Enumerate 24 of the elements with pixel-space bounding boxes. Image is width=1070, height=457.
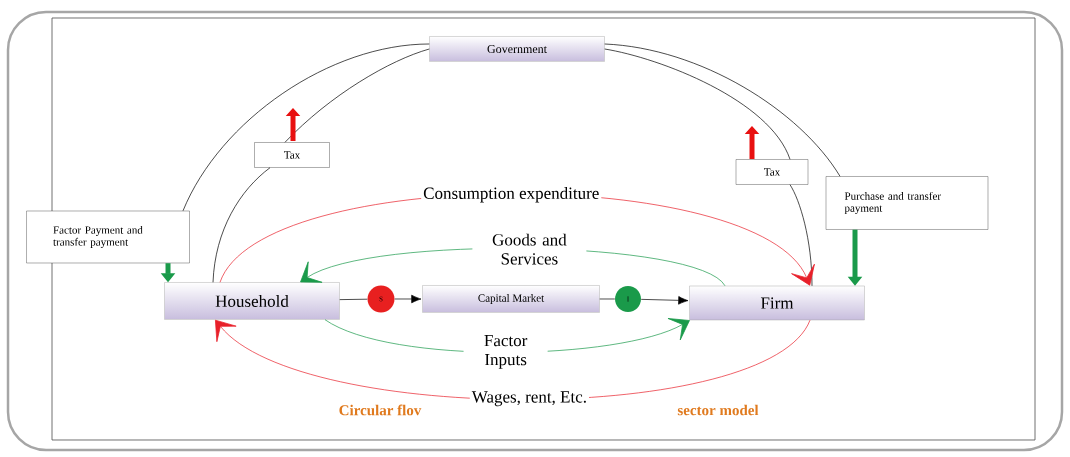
process-box: Household bbox=[164, 282, 340, 320]
edge-label: Consumption expenditure bbox=[421, 185, 602, 205]
edge-label: Factor Inputs bbox=[463, 333, 548, 371]
caption-text: Circular flov bbox=[339, 404, 422, 416]
note-box: Factor Payment and transfer payment bbox=[26, 210, 190, 264]
edge-label: Goods and Services bbox=[472, 231, 587, 267]
connector-line bbox=[284, 48, 430, 143]
flow-arrow bbox=[640, 296, 689, 305]
connector-line bbox=[182, 43, 430, 212]
connector-line bbox=[212, 167, 271, 283]
process-box: Government bbox=[429, 36, 605, 62]
process-box: Firm bbox=[689, 285, 865, 321]
note-box: Tax bbox=[254, 142, 330, 168]
connector-line bbox=[339, 298, 368, 300]
connector-line bbox=[604, 48, 791, 160]
caption-text: sector model bbox=[677, 404, 759, 416]
flow-arrow bbox=[394, 294, 422, 304]
note-box: Purchase and transfer payment bbox=[825, 176, 989, 230]
connector-line bbox=[604, 43, 841, 177]
note-box: Tax bbox=[735, 159, 809, 185]
edge-label: Wages, rent, Etc. bbox=[469, 389, 589, 409]
process-box: Capital Market bbox=[422, 285, 600, 313]
connector-line bbox=[599, 298, 616, 300]
connector-line bbox=[789, 184, 813, 287]
